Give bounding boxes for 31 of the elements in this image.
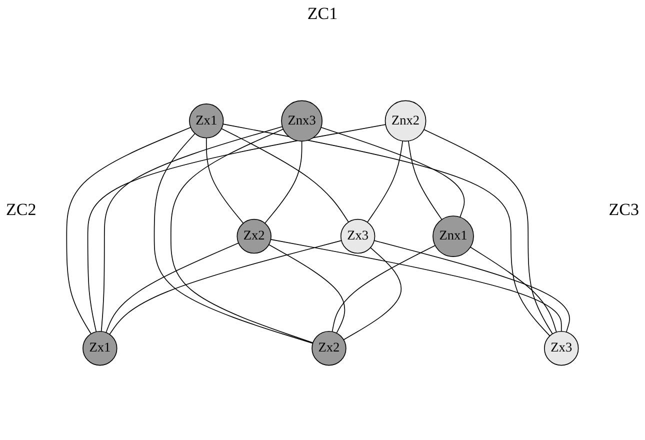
connector bbox=[270, 238, 562, 332]
node-circle: Zx1 bbox=[189, 103, 224, 138]
node-circle: Znx3 bbox=[281, 100, 322, 142]
group-label: ZC1 bbox=[307, 4, 338, 23]
node-circle: Zx2 bbox=[236, 218, 272, 254]
connector bbox=[320, 126, 465, 218]
connector bbox=[343, 246, 402, 340]
node-circle: Zx3 bbox=[340, 218, 376, 254]
node-circle: Zx3 bbox=[544, 330, 579, 366]
connector bbox=[100, 126, 283, 332]
connector bbox=[332, 244, 436, 332]
connector bbox=[221, 128, 349, 222]
connector bbox=[366, 140, 404, 222]
group-label: ZC2 bbox=[6, 200, 36, 219]
connector bbox=[206, 137, 244, 224]
connector bbox=[264, 140, 302, 224]
connector bbox=[408, 140, 442, 220]
group-label: ZC3 bbox=[608, 200, 639, 219]
connector bbox=[470, 246, 557, 332]
node-circle: Zx1 bbox=[82, 330, 118, 366]
connector bbox=[374, 240, 570, 332]
node-circle: Znx2 bbox=[384, 100, 426, 142]
connector bbox=[268, 244, 346, 334]
connector bbox=[66, 126, 192, 334]
connector bbox=[106, 242, 239, 332]
connector bbox=[109, 240, 342, 334]
connector bbox=[423, 128, 553, 334]
connector bbox=[222, 123, 550, 336]
node-circle: Zx2 bbox=[312, 330, 346, 366]
connector bbox=[87, 124, 386, 332]
node-circle: Znx1 bbox=[432, 215, 474, 257]
